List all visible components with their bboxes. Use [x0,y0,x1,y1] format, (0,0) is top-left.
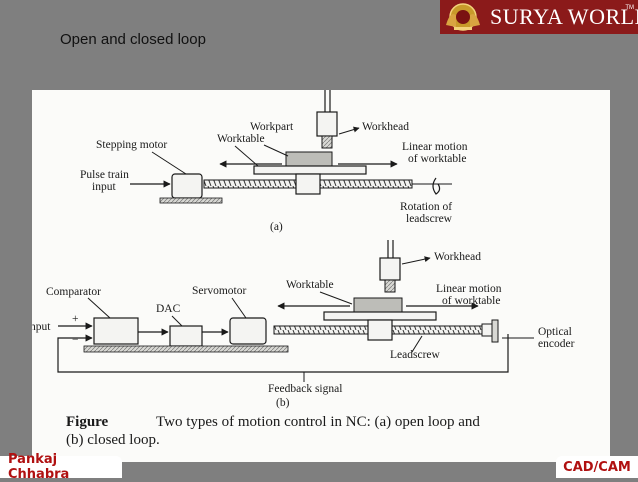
optical-encoder [491,319,499,343]
footer-course: CAD/CAM [556,456,638,478]
label-workhead-a: Workhead [362,121,409,133]
figure-panel: Workhead Workpart Worktable Linear motio… [32,90,610,462]
brand-logo: SURYA WORLD TM [440,0,638,34]
label-input: nput [32,321,51,333]
diagram-b: Workhead Worktable Linear motion of work… [32,240,575,409]
label-minus: − [72,334,79,346]
label-rotation-2: leadscrew [406,213,453,225]
label-linear-motion-b2: of worktable [442,295,500,307]
nut-b [367,319,393,341]
label-rotation-1: Rotation of [400,201,452,213]
label-optical-1: Optical [538,326,572,338]
nut-a [295,173,321,195]
label-optical-2: encoder [538,338,575,350]
label-workhead-b: Workhead [434,251,481,263]
label-feedback: Feedback signal [268,383,342,395]
caption-line2: (b) closed loop. [66,432,160,448]
dac-block [169,325,203,347]
label-workpart-a: Workpart [250,121,294,133]
motion-control-diagram: Workhead Workpart Worktable Linear motio… [32,90,575,448]
label-stepping-motor: Stepping motor [96,139,167,151]
label-servomotor: Servomotor [192,285,246,297]
brand-emblem-icon [440,0,486,34]
label-worktable-b: Worktable [286,279,334,291]
label-leadscrew-b: Leadscrew [390,349,440,361]
tool-b [384,279,396,293]
feedback-loop-line [57,334,509,373]
label-sub-a: (a) [270,221,283,233]
workpart-b [353,297,403,313]
brand-trademark: TM [625,5,634,11]
workhead-b [379,257,401,281]
caption-label: Figure [66,414,109,430]
stepping-motor [171,173,203,199]
label-linear-motion-b1: Linear motion [436,283,502,295]
encoder-coupling [481,323,493,337]
worktable-a [253,165,367,175]
label-comparator: Comparator [46,286,101,298]
tool-a [321,135,333,149]
label-linear-motion-a2: of worktable [408,153,466,165]
caption-line1: Two types of motion control in NC: (a) o… [156,414,480,430]
footer-author: Pankaj Chhabra [0,452,122,482]
diagram-a: Workhead Workpart Worktable Linear motio… [80,90,468,233]
workhead-a [316,111,338,137]
servomotor [229,317,267,345]
label-sub-b: (b) [276,397,290,409]
brand-name: SURYA WORLD [490,4,638,29]
label-pulse-train-2: input [92,181,116,193]
label-worktable-a: Worktable [217,133,265,145]
label-linear-motion-a1: Linear motion [402,141,468,153]
rotation-arrow-a [432,177,441,195]
workpart-a [285,151,333,167]
comparator-block [93,317,139,345]
slide-title: Open and closed loop [60,31,206,48]
label-dac: DAC [156,303,181,315]
label-pulse-train-1: Pulse train [80,169,129,181]
worktable-b [323,311,437,321]
motor-base-a [159,197,223,204]
machine-base-b [83,345,289,353]
label-plus: + [72,313,79,325]
